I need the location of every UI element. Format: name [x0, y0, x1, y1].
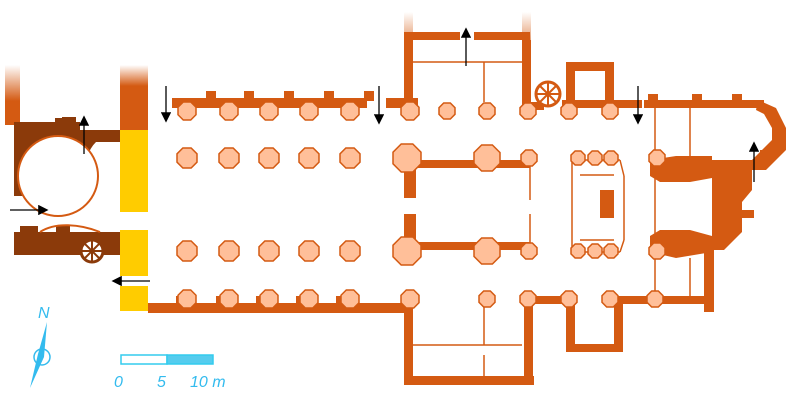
pillar [519, 290, 537, 308]
pillar [339, 147, 361, 169]
scale-label-5: 5 [157, 374, 166, 391]
tower-vault-line [17, 135, 99, 217]
main-walls [148, 12, 786, 385]
pillar [601, 290, 619, 308]
pillar [400, 101, 420, 121]
scale-segment-filled [166, 354, 214, 365]
pillar [259, 101, 279, 121]
south-aisle-wall [148, 303, 408, 313]
pillar [258, 147, 280, 169]
rose-window-north [534, 80, 562, 108]
pillar [259, 289, 279, 309]
pillar [176, 147, 198, 169]
pillar [339, 240, 361, 262]
scale-bar: 0 5 10 m [114, 354, 226, 391]
pillar [520, 242, 538, 260]
facade-yellow-upper [120, 130, 148, 212]
facade-yellow-mid [120, 230, 148, 276]
pillar [298, 240, 320, 262]
pillar [177, 101, 197, 121]
pillar [176, 240, 198, 262]
scale-label-10: 10 m [190, 374, 226, 391]
pillar [587, 150, 603, 166]
pillar [219, 101, 239, 121]
scale-label-0: 0 [114, 374, 123, 391]
pillar [177, 289, 197, 309]
pillar [560, 102, 578, 120]
pillar [473, 144, 501, 172]
pillar [299, 101, 319, 121]
tower-buttress [62, 117, 76, 137]
pillar [299, 289, 319, 309]
tower-arch-line [39, 224, 101, 233]
pillar [648, 242, 666, 260]
facade-yellow-lower [120, 286, 148, 311]
compass-label: N [38, 305, 50, 322]
tower-wall-right-fade [120, 65, 148, 100]
pillar [560, 290, 578, 308]
pillar [392, 236, 422, 266]
pillar [520, 149, 538, 167]
pillar [438, 102, 456, 120]
tower-buttress [20, 226, 38, 236]
pillar [340, 289, 360, 309]
west-facade-highlight [120, 130, 148, 311]
pillar [219, 289, 239, 309]
compass-needle [30, 322, 47, 388]
pillar [218, 240, 240, 262]
rose-window-south [79, 238, 105, 264]
pillar [473, 237, 501, 265]
pillar [258, 240, 280, 262]
tower-stair-void [18, 136, 98, 216]
entrance-arrows [10, 27, 760, 287]
pillar [587, 243, 603, 259]
pillar [601, 102, 619, 120]
pillar [392, 143, 422, 173]
tower-wall-left-fade [5, 65, 20, 125]
pillar [400, 289, 420, 309]
pillar [646, 290, 664, 308]
pillar [478, 102, 496, 120]
tower-wall-right [120, 100, 148, 130]
tower-buttress [20, 135, 32, 147]
choir-pier-north [650, 156, 712, 182]
pillar [570, 243, 586, 259]
pillar [519, 102, 537, 120]
pillars [176, 101, 666, 309]
pillar [298, 147, 320, 169]
pillar [648, 149, 666, 167]
pillar [478, 290, 496, 308]
scale-segment-white [120, 354, 168, 365]
west-towers [5, 65, 148, 255]
pillar [340, 101, 360, 121]
pillar [603, 150, 619, 166]
north-compass: N [30, 305, 51, 388]
pillar [603, 243, 619, 259]
pillar [570, 150, 586, 166]
pillar [218, 147, 240, 169]
tower-buttress [56, 226, 70, 236]
